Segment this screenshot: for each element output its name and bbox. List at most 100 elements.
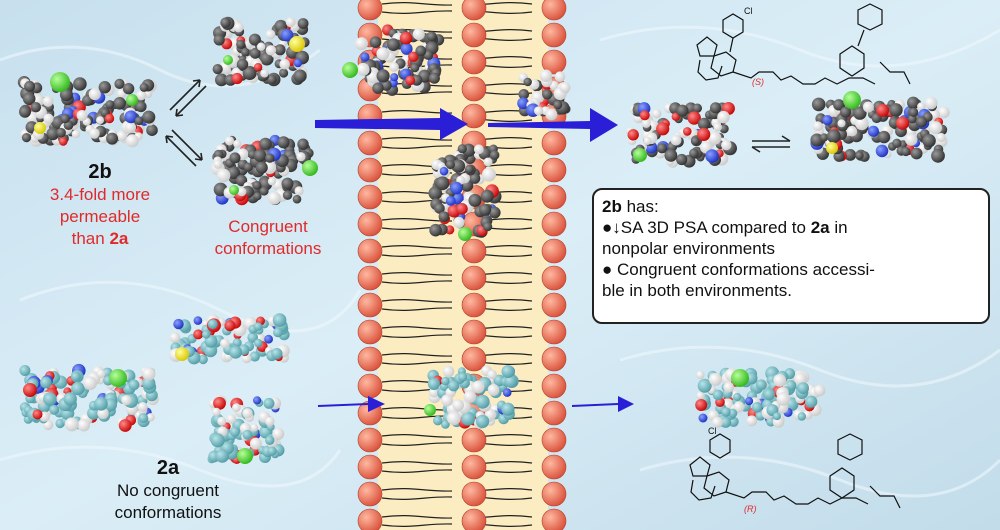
molecule-2a-membrane — [424, 365, 519, 429]
atom — [910, 147, 923, 160]
atom — [733, 392, 742, 402]
atom — [60, 113, 70, 124]
atom — [453, 216, 465, 229]
atom — [559, 82, 571, 93]
atom — [442, 365, 455, 378]
atom — [136, 90, 147, 101]
atom — [235, 174, 248, 187]
atom — [822, 115, 833, 126]
atom-cl-bottom: Cl — [708, 426, 717, 436]
atom — [664, 149, 678, 162]
atom — [917, 102, 926, 111]
atom — [656, 122, 670, 136]
atom — [445, 160, 455, 170]
atom — [229, 426, 240, 437]
atom — [212, 407, 221, 417]
atom — [281, 177, 294, 190]
atom — [633, 148, 647, 162]
atom — [487, 384, 500, 396]
atom — [56, 127, 66, 138]
atom — [104, 113, 115, 124]
molecular-models — [17, 16, 950, 464]
atom — [71, 129, 81, 139]
atom — [134, 116, 144, 126]
atom — [267, 446, 277, 456]
atom — [213, 396, 226, 410]
atom — [441, 376, 450, 386]
atom — [272, 427, 285, 440]
atom — [751, 402, 763, 413]
atom — [697, 117, 711, 130]
atom — [708, 131, 722, 145]
atom — [712, 389, 724, 401]
atom — [297, 138, 309, 150]
atom — [58, 137, 68, 146]
summary-bullet-2-cont: ble in both environments. — [602, 281, 792, 300]
stereo-label-top: (S) — [752, 77, 764, 87]
atom — [126, 94, 138, 106]
atom — [137, 402, 148, 412]
atom — [875, 144, 889, 158]
permeation-arrow-top — [315, 108, 618, 142]
atom — [224, 320, 236, 332]
atom — [260, 68, 269, 78]
atom — [936, 132, 946, 143]
lipid-headgroup — [541, 22, 567, 48]
atom — [88, 88, 101, 101]
atom — [676, 153, 688, 166]
atom — [87, 406, 101, 420]
molecule-2b-membrane-top — [342, 24, 445, 96]
atom — [450, 181, 463, 195]
atom — [253, 322, 263, 331]
atom — [32, 409, 43, 420]
atom — [415, 45, 427, 57]
lipid-headgroup — [461, 265, 487, 291]
atom — [698, 413, 708, 423]
atom — [293, 69, 307, 83]
atom — [77, 418, 90, 432]
atom — [463, 390, 477, 403]
atom — [253, 149, 267, 162]
label-2b: 2b — [88, 161, 111, 183]
lipid-tail — [381, 2, 453, 14]
atom — [253, 192, 262, 201]
atom — [249, 47, 261, 59]
atom — [292, 194, 302, 204]
atom — [89, 128, 100, 139]
atom — [480, 189, 494, 203]
atom — [907, 96, 920, 110]
lipid-headgroup — [461, 427, 487, 453]
atom — [146, 124, 158, 136]
atom — [241, 47, 250, 57]
atom — [405, 75, 416, 86]
atom — [212, 64, 223, 75]
atom — [139, 82, 149, 92]
atom — [76, 110, 88, 121]
lipid-headgroup — [461, 508, 487, 530]
atom — [479, 203, 492, 216]
atom — [369, 36, 382, 48]
atom — [124, 110, 138, 124]
atom — [489, 150, 500, 160]
atom — [892, 138, 902, 148]
atom — [502, 388, 512, 397]
atom — [475, 394, 490, 409]
atom — [267, 191, 281, 205]
label-2a-desc-1: No congruent — [117, 481, 219, 500]
atom — [687, 111, 701, 125]
atom — [428, 387, 439, 398]
molecule-2b-right-1 — [626, 102, 737, 168]
atom — [193, 316, 203, 325]
atom — [220, 338, 230, 349]
summary-bullet-1: ●↓SA 3D PSA compared to 2a in — [602, 217, 980, 238]
atom — [297, 18, 309, 29]
atom — [285, 17, 296, 28]
label-2b-desc-2: permeable — [60, 207, 140, 226]
atom — [376, 47, 390, 61]
atom — [216, 168, 231, 183]
atom — [433, 415, 443, 426]
atom — [215, 449, 229, 463]
atom — [447, 411, 461, 426]
stereo-label-bottom: (R) — [744, 504, 757, 514]
atom — [265, 29, 276, 40]
